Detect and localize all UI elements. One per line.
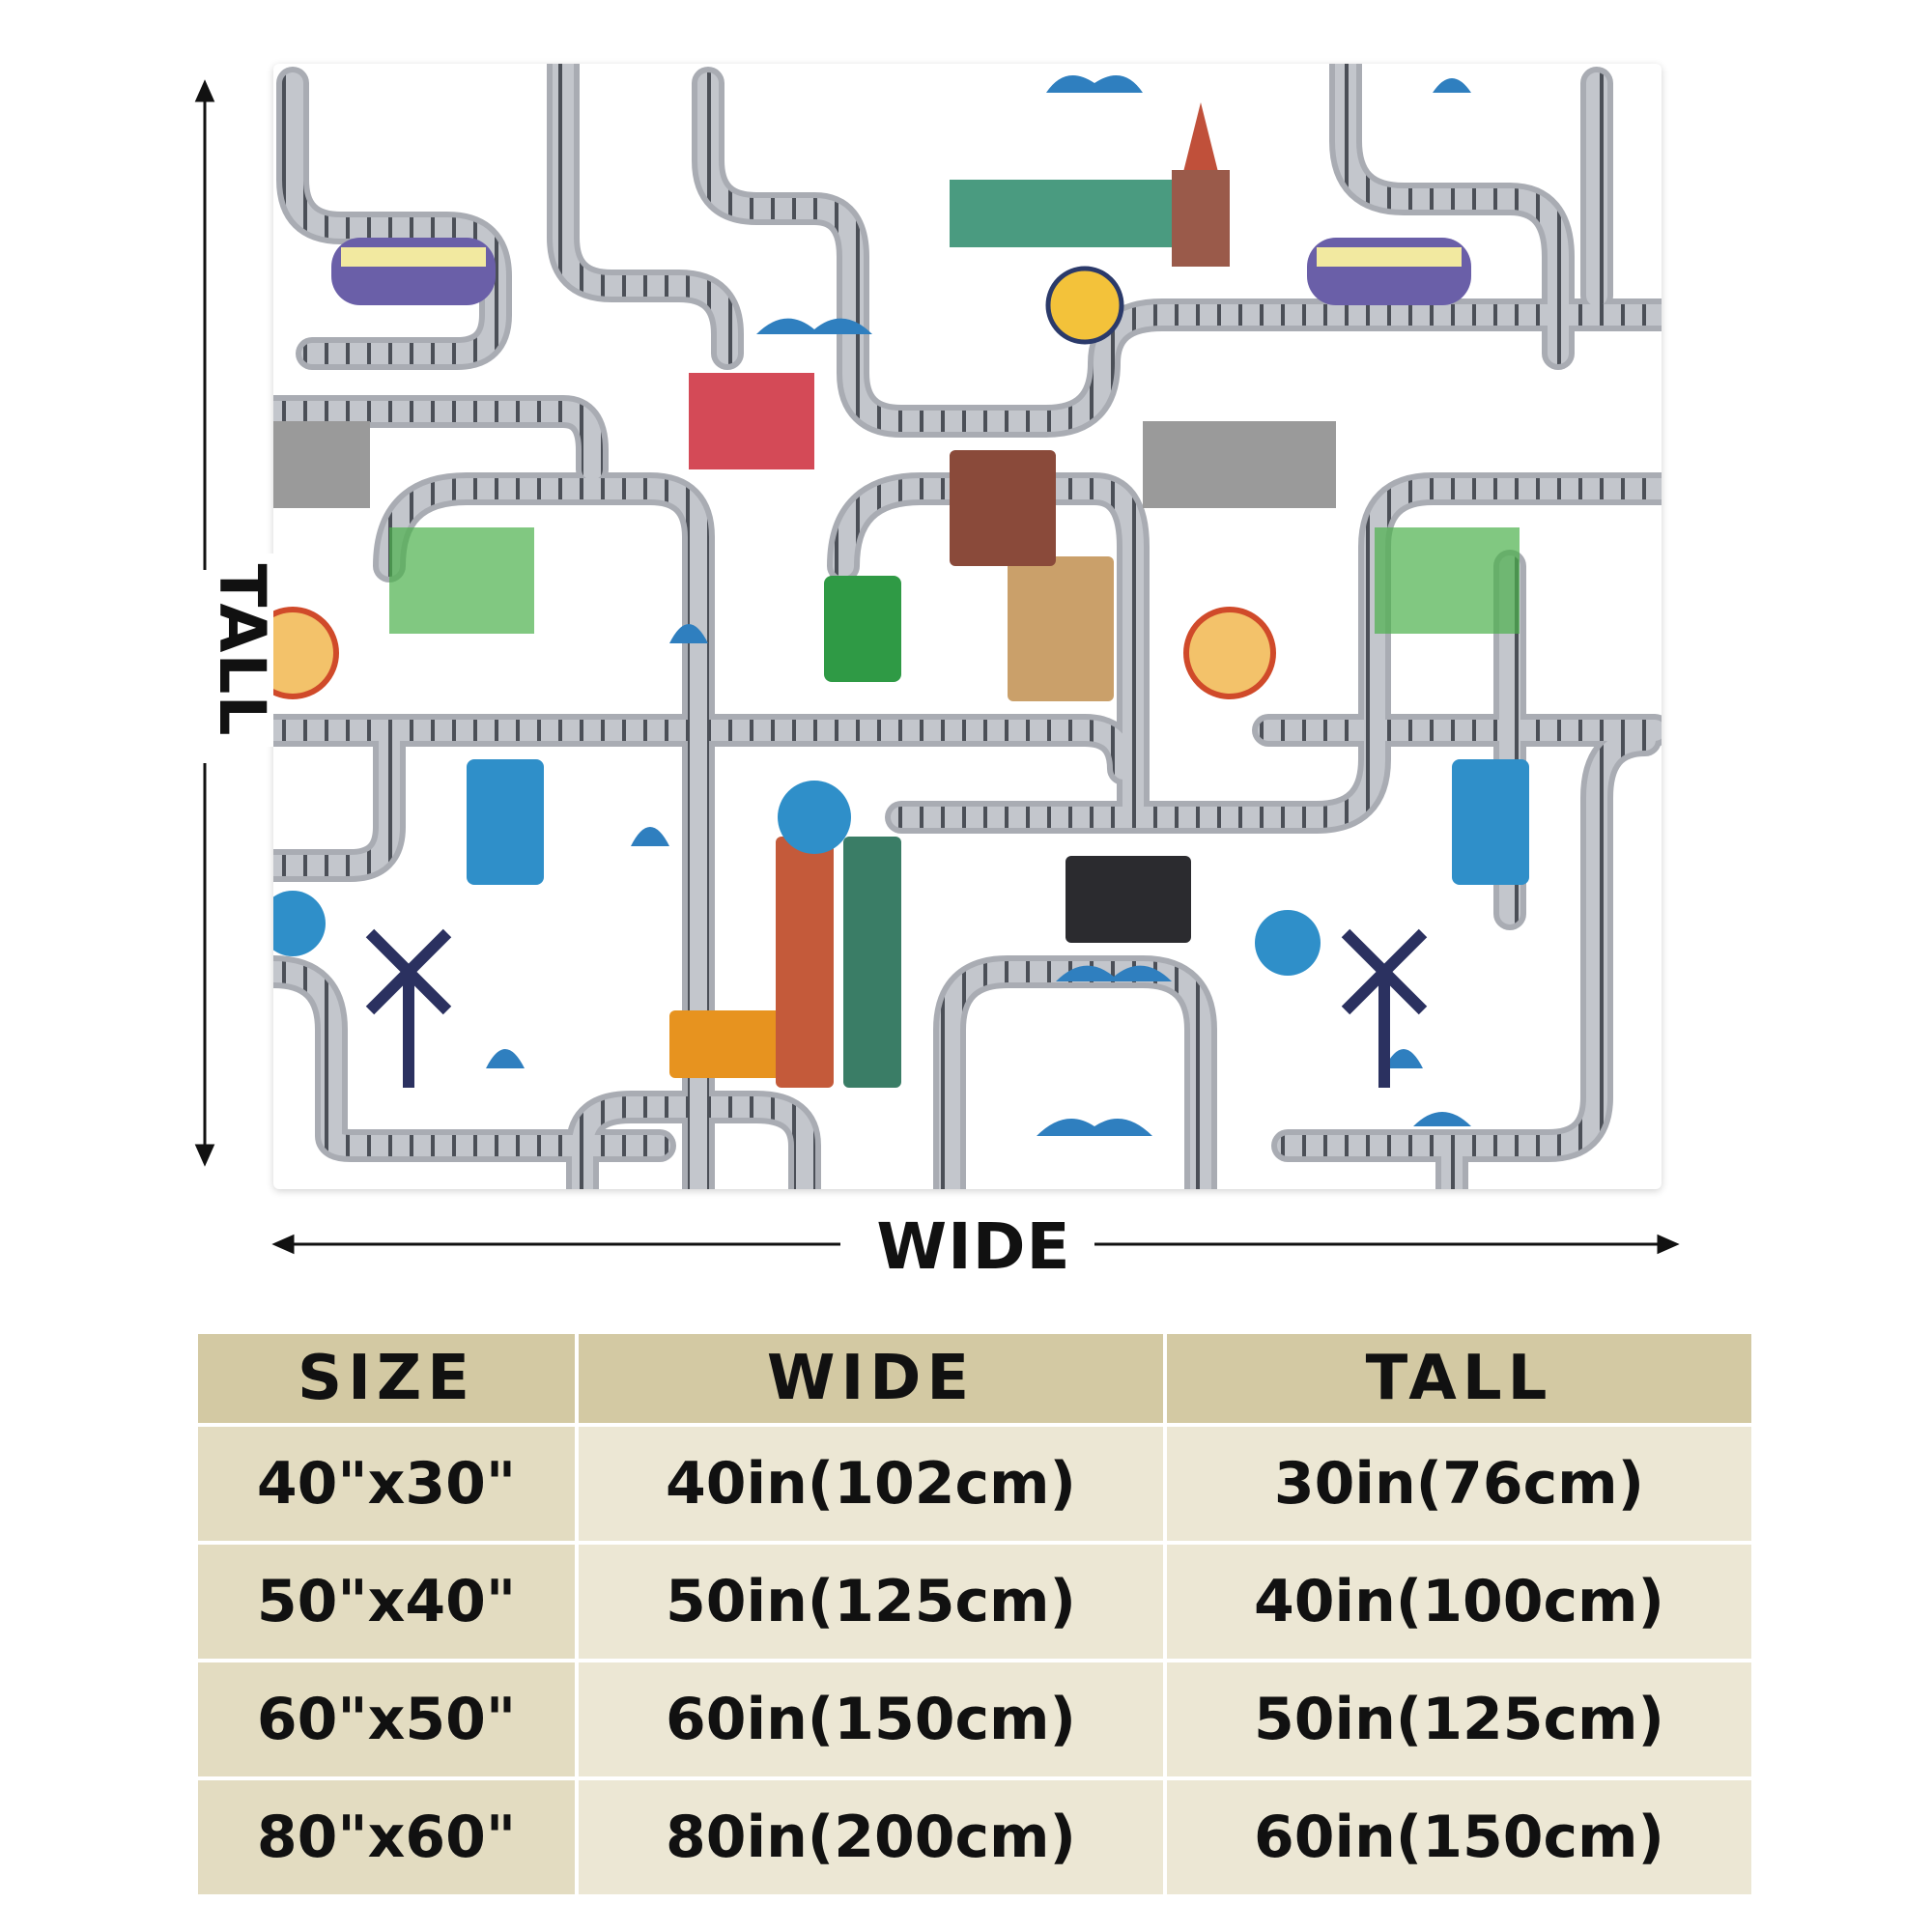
table-row: 50"x40" 50in(125cm) 40in(100cm) bbox=[198, 1545, 1751, 1659]
blanket-illustration bbox=[273, 64, 1662, 1189]
tall-cell: 50in(125cm) bbox=[1167, 1662, 1751, 1776]
header-size: SIZE bbox=[198, 1334, 575, 1423]
tall-cell: 40in(100cm) bbox=[1167, 1545, 1751, 1659]
wide-cell: 60in(150cm) bbox=[579, 1662, 1163, 1776]
table-row: 60"x50" 60in(150cm) 50in(125cm) bbox=[198, 1662, 1751, 1776]
train-track-pattern bbox=[273, 64, 1662, 1189]
size-cell: 80"x60" bbox=[198, 1780, 575, 1894]
water-decoration bbox=[486, 75, 1471, 1136]
table-row: 40"x30" 40in(102cm) 30in(76cm) bbox=[198, 1427, 1751, 1541]
wide-cell: 50in(125cm) bbox=[579, 1545, 1163, 1659]
table-header-row: SIZE WIDE TALL bbox=[198, 1334, 1751, 1423]
marker-decorations bbox=[273, 266, 1428, 1088]
header-wide: WIDE bbox=[579, 1334, 1163, 1423]
size-table: SIZE WIDE TALL 40"x30" 40in(102cm) 30in(… bbox=[194, 1330, 1755, 1898]
train-decorations bbox=[331, 238, 1529, 1088]
tall-cell: 30in(76cm) bbox=[1167, 1427, 1751, 1541]
wide-cell: 40in(102cm) bbox=[579, 1427, 1163, 1541]
wide-cell: 80in(200cm) bbox=[579, 1780, 1163, 1894]
tall-dimension-label: TALL bbox=[205, 554, 279, 747]
size-cell: 40"x30" bbox=[198, 1427, 575, 1541]
landmark-decorations bbox=[273, 102, 1520, 634]
size-cell: 50"x40" bbox=[198, 1545, 575, 1659]
header-tall: TALL bbox=[1167, 1334, 1751, 1423]
table-row: 80"x60" 80in(200cm) 60in(150cm) bbox=[198, 1780, 1751, 1894]
wide-dimension-label: WIDE bbox=[853, 1215, 1094, 1279]
size-cell: 60"x50" bbox=[198, 1662, 575, 1776]
tall-cell: 60in(150cm) bbox=[1167, 1780, 1751, 1894]
